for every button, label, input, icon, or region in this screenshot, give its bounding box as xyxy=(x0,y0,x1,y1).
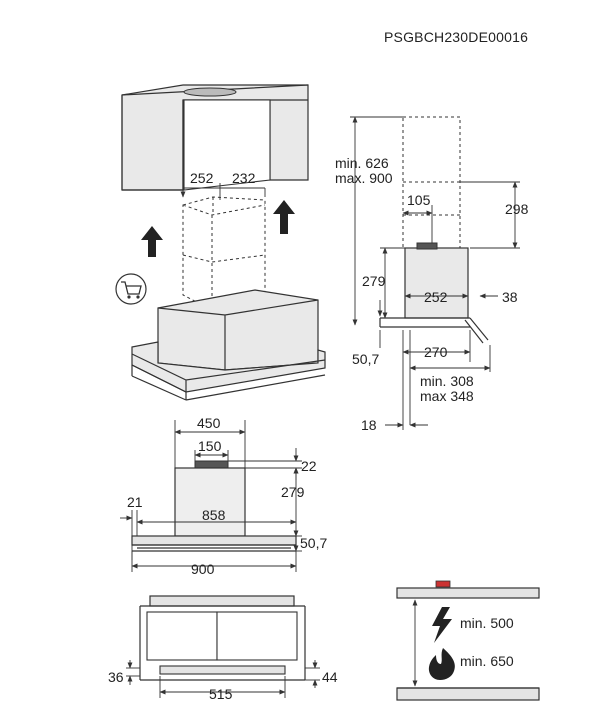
base-depth-label: 270 xyxy=(424,344,448,360)
bottom-right-margin-label: 44 xyxy=(322,669,338,685)
front-hood-body xyxy=(174,467,246,537)
bottom-center-width-label: 515 xyxy=(209,686,233,702)
chimney-depth-label: 232 xyxy=(232,170,256,186)
cabinet-max-label: max 348 xyxy=(420,388,474,404)
total-width-label: 900 xyxy=(191,561,215,577)
side-hood-body xyxy=(404,247,469,319)
gas-clearance-label: min. 650 xyxy=(460,653,514,669)
cooktop xyxy=(396,687,540,701)
chimney-width-label: 252 xyxy=(190,170,214,186)
side-body-depth-label: 252 xyxy=(424,289,448,305)
side-body-height-label: 279 xyxy=(362,273,386,289)
side-panel-thickness-label: 50,7 xyxy=(352,351,379,367)
outlet-offset-label: 105 xyxy=(407,192,431,208)
cabinet-min-label: min. 308 xyxy=(420,373,474,389)
bottom-filter-right xyxy=(216,611,298,661)
bottom-top-rail xyxy=(149,595,295,607)
document-code: PSGBCH230DE00016 xyxy=(384,29,528,45)
hood-body xyxy=(157,289,319,371)
telescopic-chimney xyxy=(182,196,266,311)
bottom-filter-left xyxy=(146,611,218,661)
flame-icon xyxy=(428,648,455,680)
front-body-width-label: 450 xyxy=(197,415,221,431)
side-view: min. 626 max. 900 298 105 279 252 38 50, xyxy=(335,116,529,433)
front-body-height-label: 279 xyxy=(281,484,305,500)
front-hood-panel xyxy=(131,535,297,546)
outlet-height-label: 22 xyxy=(301,458,317,474)
shopping-cart-icon xyxy=(115,273,147,305)
front-panel-thickness-label: 50,7 xyxy=(300,535,327,551)
front-outlet xyxy=(194,460,229,469)
bottom-front-rail xyxy=(159,665,286,675)
bottom-view: 36 515 44 xyxy=(108,595,338,702)
top-offset-label: 298 xyxy=(505,201,529,217)
height-max-label: max. 900 xyxy=(335,170,393,186)
outlet-width-label: 150 xyxy=(198,438,222,454)
rear-offset-label: 18 xyxy=(361,417,377,433)
hood-underside xyxy=(396,587,540,599)
inner-width-label: 858 xyxy=(202,507,226,523)
arrow-up-icon xyxy=(273,200,295,234)
arrow-up-icon xyxy=(141,226,163,257)
bottom-left-margin-label: 36 xyxy=(108,669,124,685)
perspective-view: 252 232 xyxy=(115,84,326,401)
electric-clearance-label: min. 500 xyxy=(460,615,514,631)
lightning-icon xyxy=(432,607,452,643)
clearance-view: min. 500 min. 650 xyxy=(396,580,540,701)
height-min-label: min. 626 xyxy=(335,155,389,171)
front-offset-label: 38 xyxy=(502,289,518,305)
cabinet-cutout xyxy=(183,87,237,97)
side-outlet xyxy=(416,242,438,250)
side-offset-label: 21 xyxy=(127,494,143,510)
side-chimney xyxy=(402,116,461,249)
front-view: 450 150 22 279 21 858 5 xyxy=(120,415,327,577)
